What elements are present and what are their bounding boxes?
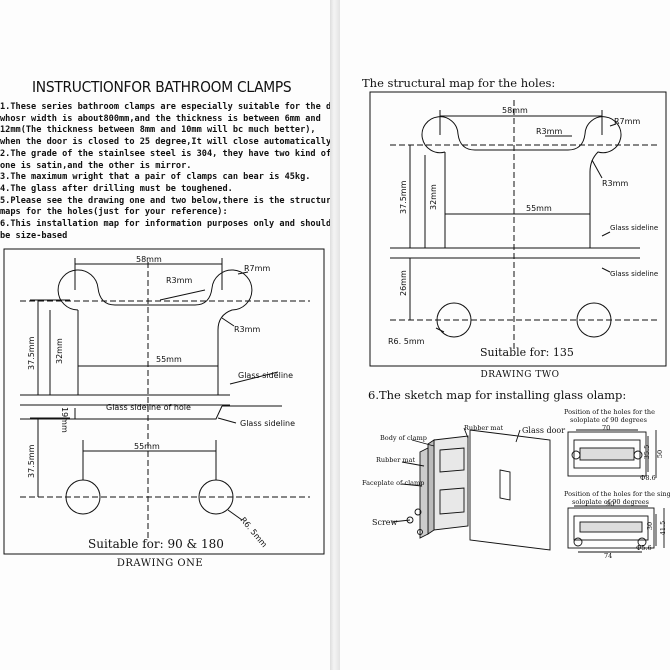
label-screw: Screw (372, 518, 398, 527)
suitable-label: Suitable for: 90 & 180 (88, 537, 224, 551)
dim-58: 58mm (136, 255, 162, 264)
instruction-line: 12mm(The thickness between 8mm and 10mm … (0, 125, 316, 136)
dim-55-bottom: 55mm (134, 442, 160, 451)
document-title: INSTRUCTIONFOR BATHROOM CLAMPS (32, 78, 292, 96)
glass-sideline-label: Glass sideline (238, 371, 293, 380)
book-gutter (330, 0, 340, 670)
pos1-title-a: Position of the holes for the (564, 408, 655, 416)
pos1-h1: 35.5 (643, 444, 652, 460)
pos1-width: 70 (602, 424, 611, 432)
dim-375-bottom: 37.5mm (27, 444, 36, 478)
pos2-title-a: Position of the holes for the single-sid… (564, 490, 670, 498)
dim-r65: R6. 5mm (238, 516, 268, 550)
glass-sideline-two-2: Glass sideline (610, 270, 658, 278)
suitable-label-two: Suitable for: 135 (480, 346, 574, 359)
right-page: The structural map for the holes: (340, 0, 670, 670)
dim-r65-two: R6. 5mm (388, 337, 425, 346)
dim-32-two: 32mm (429, 184, 438, 210)
drawing-two: 58mm R7mm R3mm R3mm 55mm Glass sideline … (369, 91, 667, 367)
drawing-one-caption: DRAWING ONE (116, 558, 204, 569)
dim-r3-side-two: R3mm (602, 179, 628, 188)
instruction-line: one is satin,and the other is mirror. (0, 160, 192, 171)
drawing-two-caption: DRAWING TWO (480, 370, 560, 380)
label-body-of-clamp: Body of clamp (380, 434, 427, 442)
sketch-map-title: 6.The sketch map for installing glass ol… (368, 388, 627, 402)
pos2-h2: 41.5 (659, 520, 668, 536)
dim-375-top: 37.5mm (27, 336, 36, 370)
label-faceplate: Faceplate of clamp (362, 479, 425, 487)
structural-map-title: The structural map for the holes: (362, 76, 556, 90)
clamp-sketch (391, 427, 665, 553)
dim-r3-side: R3mm (234, 325, 260, 334)
dim-r3-top: R3mm (166, 276, 192, 285)
label-rubber-mat-top: Rubber mat (464, 424, 504, 432)
instruction-line: whosr width is about800mm,and the thickn… (0, 113, 321, 124)
dim-55-top: 55mm (156, 355, 182, 364)
instruction-line: when the door is closed to 25 degree,It … (0, 137, 330, 148)
instruction-line: maps for the holes(just for your referen… (0, 207, 228, 218)
glass-sideline-hole-label: Glass sideline of hole (106, 403, 191, 412)
instruction-line: 2.The grade of the stainlsee steel is 30… (0, 148, 330, 159)
glass-sideline-label-2: Glass sideline (240, 419, 295, 428)
instruction-text: 1.These series bathroom clamps are espec… (0, 102, 330, 242)
dim-26-two: 26mm (399, 270, 408, 296)
pos2-h1: 30 (646, 521, 655, 531)
glass-sideline-two: Glass sideline (610, 224, 658, 232)
dim-55-two: 55mm (526, 204, 552, 213)
pos2-title-b: soloplate of 90 degrees (572, 498, 649, 506)
dim-375-two: 37.5mm (399, 180, 408, 214)
left-page: INSTRUCTIONFOR BATHROOM CLAMPS 1.These s… (0, 0, 330, 670)
drawing-one: 58mm R7mm R3mm R3mm 55mm Glass sideline … (3, 248, 325, 555)
label-rubber-mat: Rubber mat (376, 456, 416, 464)
pos1-diameter: Φ8.6 (640, 474, 656, 482)
instruction-line: be size-based (0, 230, 68, 241)
pos1-title-b: soloplate of 90 degrees (570, 416, 647, 424)
pos2-width2: 74 (604, 552, 613, 560)
instruction-line: 6.This installation map for information … (0, 219, 330, 230)
dim-r7: R7mm (244, 264, 270, 273)
pos2-width: 90 (606, 500, 615, 508)
instruction-line: 1.These series bathroom clamps are espec… (0, 102, 330, 112)
label-glass-door: Glass door (522, 426, 566, 435)
pos2-diameter: Φ5.6 (636, 544, 652, 552)
dim-32: 32mm (55, 338, 64, 364)
dim-r7-two: R7mm (614, 117, 640, 126)
pos1-h2: 50 (656, 449, 665, 459)
instruction-line: 4.The glass after drilling must be tough… (0, 183, 233, 194)
dim-19: 19mm (60, 407, 69, 433)
instruction-line: 5.Please see the drawing one and two bel… (0, 195, 330, 206)
instruction-line: 3.The maximum wright that a pair of clam… (0, 172, 311, 183)
dim-58-two: 58mm (502, 106, 528, 115)
dim-r3-top-two: R3mm (536, 127, 562, 136)
